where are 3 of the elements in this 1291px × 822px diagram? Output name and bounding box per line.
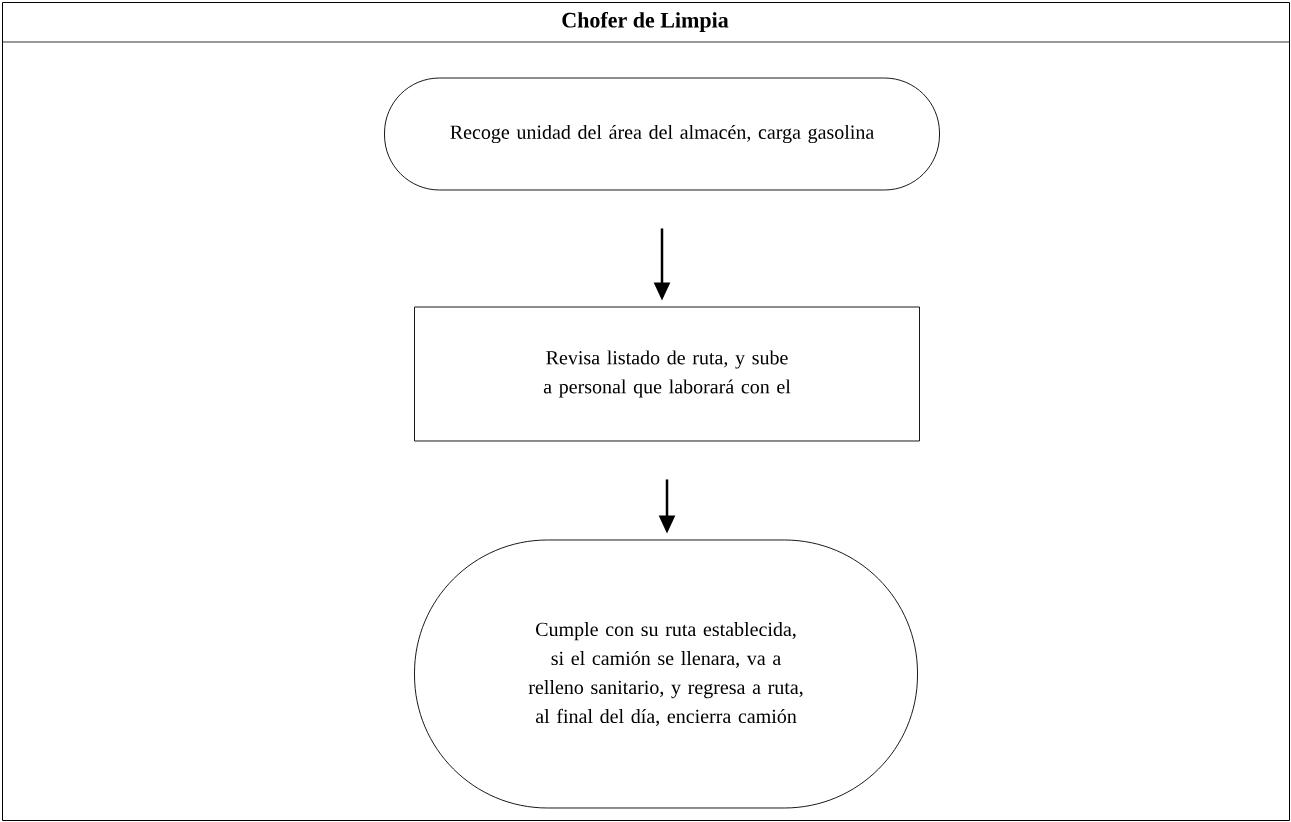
terminal-box: Cumple con su ruta establecida, si el camión se llenara, va a relleno sanitario, y regresa a ruta, al final del día, encierra camión [414, 539, 918, 809]
process-box: Revisa listado de ruta, y sube a personal que laborará con el [414, 306, 920, 442]
terminal-box: Recoge unidad del área del almacén, carga gasolina [384, 77, 940, 191]
